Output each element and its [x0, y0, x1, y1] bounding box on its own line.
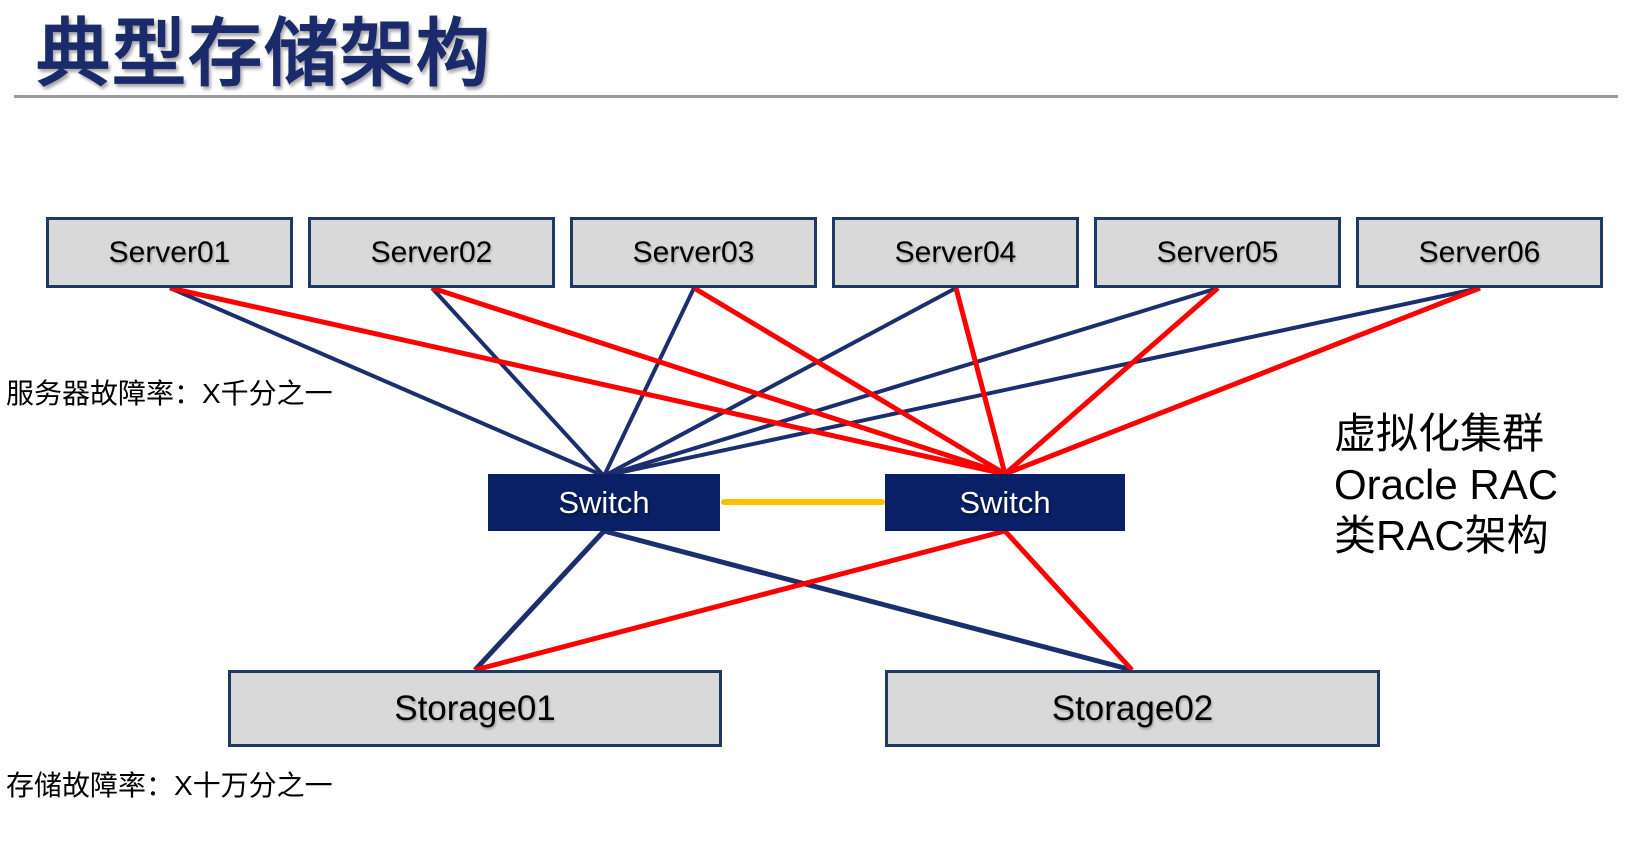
- storage02-label: Storage02: [1051, 688, 1214, 728]
- storage01-label: Storage01: [394, 688, 556, 728]
- server03-node: Server03: [570, 217, 817, 288]
- right-switch-label: Switch: [959, 484, 1051, 520]
- left-switch-to-storage2-link: [603, 528, 1133, 673]
- server2-to-left-switch-link: [430, 286, 606, 478]
- right-switch-node: Switch: [885, 474, 1125, 531]
- right-switch-to-storage2-link: [1003, 529, 1134, 672]
- title-divider: [14, 95, 1618, 98]
- left-switch-node: Switch: [488, 474, 720, 531]
- server05-node: Server05: [1094, 217, 1341, 288]
- cluster-note-line-2: Oracle RAC: [1334, 461, 1559, 508]
- server01-node: Server01: [46, 217, 293, 288]
- server04-label: Server04: [894, 235, 1017, 269]
- server03-label: Server03: [632, 235, 755, 269]
- server3-to-left-switch-link: [602, 287, 696, 477]
- server5-to-right-switch-link: [1003, 286, 1220, 476]
- server5-to-left-switch-link: [603, 286, 1219, 478]
- storage02-node: Storage02: [885, 670, 1380, 747]
- cluster-note-line-1: 虚拟化集群: [1334, 410, 1545, 457]
- storage-failure-rate-label: 存储故障率：X十万分之一: [6, 770, 333, 801]
- server2-to-right-switch-link: [431, 285, 1006, 477]
- server-failure-rate-label: 服务器故障率：X千分之一: [6, 378, 333, 409]
- server3-to-right-switch-link: [692, 285, 1007, 477]
- cluster-note-line-3: 类RAC架构: [1334, 512, 1549, 559]
- server05-label: Server05: [1156, 235, 1279, 269]
- storage01-node: Storage01: [228, 670, 722, 747]
- server4-to-left-switch-link: [603, 286, 957, 478]
- cluster-note: 虚拟化集群 Oracle RAC 类RAC架构: [1334, 408, 1558, 561]
- server4-to-right-switch-link: [953, 287, 1008, 475]
- server02-node: Server02: [308, 217, 555, 288]
- right-switch-to-storage1-link: [474, 528, 1006, 673]
- left-switch-label: Switch: [558, 484, 650, 520]
- server01-label: Server01: [108, 235, 231, 269]
- page-title: 典型存储架构: [36, 12, 492, 95]
- server06-label: Server06: [1418, 235, 1541, 269]
- left-switch-to-storage1-link: [473, 529, 606, 672]
- server06-node: Server06: [1356, 217, 1603, 288]
- server04-node: Server04: [832, 217, 1079, 288]
- server02-label: Server02: [370, 235, 493, 269]
